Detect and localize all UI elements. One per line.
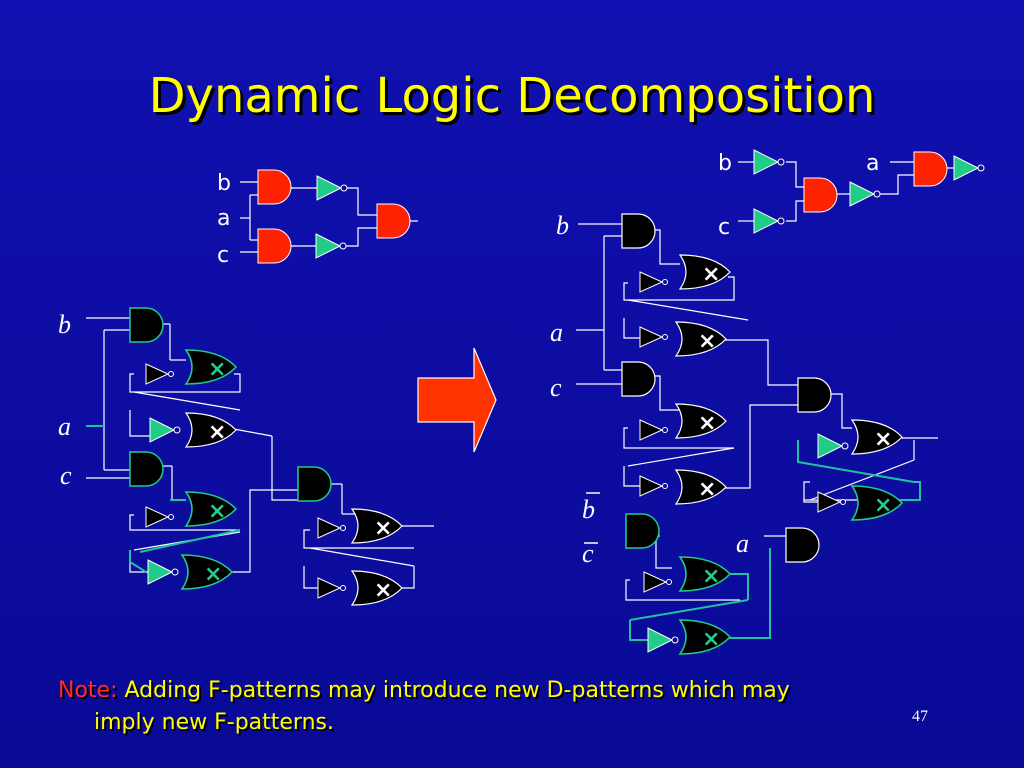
label-a-small-right: a: [866, 151, 879, 176]
label-a-small: a: [217, 206, 230, 231]
note: Note: Adding F-patterns may introduce ne…: [58, 675, 958, 739]
label-c-right: c: [550, 373, 562, 402]
left-circuit-wires: [86, 317, 434, 589]
note-label: Note:: [58, 678, 118, 703]
left-circuit-gates: [129, 307, 402, 605]
page-number: 47: [912, 708, 928, 725]
label-c-left: c: [60, 461, 72, 490]
label-c-small-right: c: [718, 215, 730, 240]
small-red-circuit: [240, 181, 418, 253]
transform-arrow: [417, 347, 497, 453]
label-c-small: c: [217, 243, 229, 268]
label-a-right-lower: a: [736, 529, 749, 558]
small-red-gates: [257, 169, 411, 264]
note-line-2: imply new F-patterns.: [94, 710, 334, 735]
label-b-small-right: b: [718, 151, 732, 176]
note-line-1: Adding F-patterns may introduce new D-pa…: [124, 678, 790, 703]
right-circuit-wires: [576, 223, 938, 601]
label-b-right: b: [556, 211, 569, 240]
label-b-small: b: [217, 171, 231, 196]
left-circuit-green-wires: [86, 425, 241, 573]
label-a-right: a: [550, 318, 563, 347]
label-b-bar: b: [582, 495, 595, 524]
label-c-bar: c: [582, 539, 594, 568]
label-a-left: a: [58, 412, 71, 441]
slide-title: Dynamic Logic Decomposition: [148, 68, 876, 124]
label-b-left: b: [58, 310, 71, 339]
right-circuit-green-wires: [629, 440, 921, 641]
right-circuit-gates: [621, 213, 902, 654]
